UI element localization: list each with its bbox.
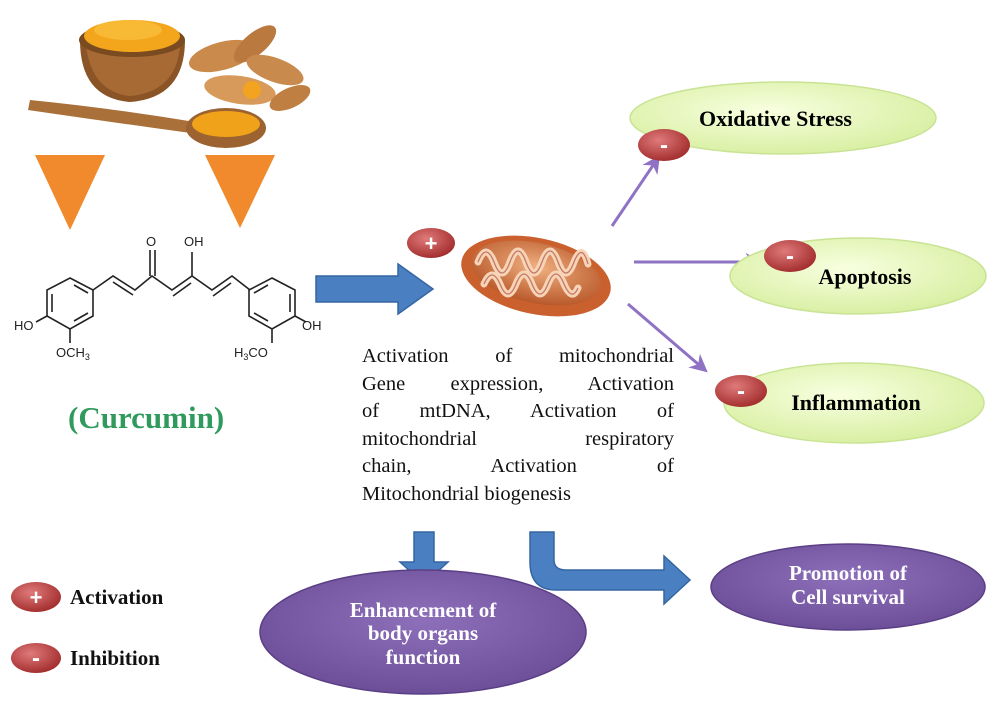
inhibition-badge-oxidative: -	[638, 129, 690, 161]
chem-label-ho: HO	[14, 318, 34, 333]
legend-inhibition-badge: -	[11, 643, 61, 673]
enhancement-line: Enhancement of	[349, 597, 497, 622]
description-line: Activation of mitochondrial	[362, 345, 674, 367]
chem-label-o: O	[146, 234, 156, 249]
svg-text:+: +	[425, 231, 438, 256]
description-line: mitochondrial respiratory	[362, 427, 674, 450]
svg-text:+: +	[30, 585, 43, 610]
chem-label-h3co: H3CO	[234, 345, 268, 362]
inhibition-badge-apoptosis: -	[764, 240, 816, 272]
legend-activation-badge: +	[11, 582, 61, 612]
orange-triangle-right	[205, 155, 275, 228]
legend-activation-label: Activation	[70, 585, 164, 609]
orange-triangle-left	[35, 155, 105, 230]
description-line: Gene expression, Activation	[362, 372, 674, 395]
arrow-to-mitochondria	[315, 262, 435, 316]
enhancement-line: function	[385, 644, 461, 669]
turmeric-illustration	[28, 20, 311, 148]
enhancement-label: Enhancement of body organs function	[300, 586, 546, 682]
cell-survival-label: Promotion of Cell survival	[745, 556, 951, 616]
mitochondrion-icon	[461, 235, 611, 317]
oxidative-stress-label: Oxidative Stress	[699, 105, 852, 131]
cell-survival-ellipse	[710, 543, 986, 631]
arrow-to-cell-survival	[529, 531, 692, 606]
enhancement-ellipse	[259, 569, 587, 695]
curcumin-label: (Curcumin)	[68, 400, 225, 435]
description-line: of mtDNA, Activation of	[362, 400, 674, 422]
curcumin-structure	[35, 250, 307, 343]
chem-label-oh-top: OH	[184, 234, 204, 249]
chem-label-oh-right: OH	[302, 318, 322, 333]
description-line: Mitochondrial biogenesis	[362, 482, 571, 505]
enhancement-line: body organs	[367, 621, 479, 646]
chem-label-och3: OCH3	[56, 345, 90, 362]
svg-text:-: -	[660, 132, 668, 159]
mitochondrial-activation-description: Activation of mitochondrial Gene express…	[362, 343, 674, 508]
svg-text:-: -	[737, 378, 745, 405]
legend-inhibition-label: Inhibition	[70, 646, 160, 670]
activation-badge: +	[407, 228, 455, 258]
apoptosis-label: Apoptosis	[818, 263, 912, 289]
svg-text:-: -	[786, 243, 794, 270]
oxidative-stress-ellipse	[629, 81, 937, 155]
cell-survival-line: Promotion of	[788, 561, 907, 586]
arrow-to-oxidative-stress	[610, 155, 661, 227]
inhibition-badge-inflammation: -	[715, 375, 767, 407]
description-line: chain, Activation of	[362, 455, 674, 477]
cell-survival-line: Cell survival	[791, 585, 905, 609]
inflammation-label: Inflammation	[791, 389, 921, 415]
arrow-to-inflammation	[627, 302, 708, 373]
svg-text:-: -	[32, 645, 40, 672]
